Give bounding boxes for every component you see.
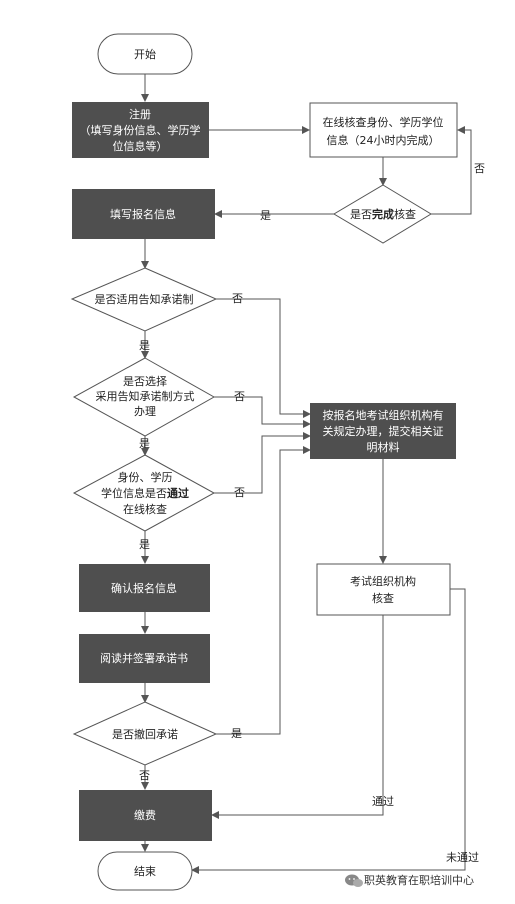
complete-check-diamond bbox=[333, 184, 432, 244]
edge-label-yes-pass: 是 bbox=[139, 538, 150, 551]
exam-org-label-1: 考试组织机构 bbox=[350, 574, 416, 588]
commit-applicable-label: 是否适用告知承诺制 bbox=[95, 292, 194, 306]
fill-info-label: 填写报名信息 bbox=[110, 207, 176, 221]
edge-choose-no-local bbox=[214, 396, 311, 428]
read-sign-box bbox=[79, 634, 210, 683]
online-verify-box bbox=[309, 102, 458, 158]
edge-label-fail: 未通过 bbox=[446, 851, 479, 864]
choose-commit-label-2: 采用告知承诺制方式 bbox=[96, 389, 195, 403]
end-node bbox=[97, 851, 193, 891]
choose-commit-label-1: 是否选择 bbox=[123, 374, 167, 388]
pay-box bbox=[79, 790, 212, 841]
edge-withdraw-yes-local bbox=[216, 446, 311, 735]
complete-check-label: 是否完成核查 bbox=[350, 207, 416, 221]
pass-check-label-3: 在线核查 bbox=[123, 502, 167, 516]
edge-label-yes-fill: 是 bbox=[260, 209, 271, 222]
withdraw-diamond bbox=[72, 701, 218, 766]
end-label: 结束 bbox=[134, 865, 156, 878]
edge-label-no-choose: 否 bbox=[234, 390, 245, 403]
wechat-icon bbox=[345, 874, 363, 887]
read-sign-label: 阅读并签署承诺书 bbox=[100, 651, 188, 665]
edge-label-yes-withdraw: 是 bbox=[231, 727, 242, 740]
withdraw-label: 是否撤回承诺 bbox=[112, 727, 178, 741]
edge-pass-no-local bbox=[214, 432, 311, 494]
start-node bbox=[97, 33, 193, 75]
local-handle-label-1: 按报名地考试组织机构有 bbox=[323, 408, 444, 422]
register-label-3: 位信息等） bbox=[113, 139, 168, 153]
edge-label-no-loop: 否 bbox=[474, 162, 485, 175]
edge-examorg-fail-end bbox=[191, 588, 466, 874]
register-label-2: （填写身份信息、学历学 bbox=[80, 123, 201, 137]
confirm-info-label: 确认报名信息 bbox=[111, 581, 177, 595]
pass-check-label-2: 学位信息是否通过 bbox=[101, 486, 189, 500]
online-verify-label-1: 在线核查身份、学历学位 bbox=[323, 115, 444, 129]
edge-check-no-loop bbox=[431, 126, 472, 215]
choose-commit-label-3: 办理 bbox=[134, 405, 156, 418]
watermark-text: 职英教育在职培训中心 bbox=[364, 873, 474, 887]
register-label-1: 注册 bbox=[129, 107, 151, 121]
commit-applicable-diamond bbox=[70, 267, 218, 332]
local-handle-box bbox=[310, 403, 456, 459]
pass-check-diamond bbox=[72, 454, 216, 532]
start-label: 开始 bbox=[134, 47, 156, 61]
local-handle-label-3: 明材料 bbox=[367, 440, 400, 454]
confirm-info-box bbox=[79, 564, 210, 612]
edge-commit-no-local bbox=[216, 298, 311, 418]
register-box bbox=[72, 102, 209, 158]
edge-label-yes-commit: 是 bbox=[139, 339, 150, 352]
edge-label-pass: 通过 bbox=[372, 795, 394, 808]
edge-label-no-withdraw: 否 bbox=[139, 769, 150, 782]
fill-info-box bbox=[72, 189, 215, 239]
pass-check-label-1: 身份、学历 bbox=[118, 470, 173, 484]
watermark: 职英教育在职培训中心 bbox=[345, 873, 474, 887]
local-handle-label-2: 关规定办理，提交相关证 bbox=[323, 424, 444, 438]
edge-label-no-commit: 否 bbox=[232, 292, 243, 305]
edges bbox=[141, 74, 472, 874]
online-verify-label-2: 信息（24小时内完成） bbox=[327, 133, 440, 147]
pay-label: 缴费 bbox=[134, 808, 156, 822]
edge-examorg-pass-pay bbox=[211, 615, 384, 819]
exam-org-label-2: 核查 bbox=[372, 591, 394, 605]
edge-label-yes-choose: 是 bbox=[139, 437, 150, 450]
exam-org-box bbox=[316, 563, 451, 616]
edge-label-no-pass: 否 bbox=[234, 486, 245, 499]
choose-commit-diamond bbox=[72, 357, 216, 437]
